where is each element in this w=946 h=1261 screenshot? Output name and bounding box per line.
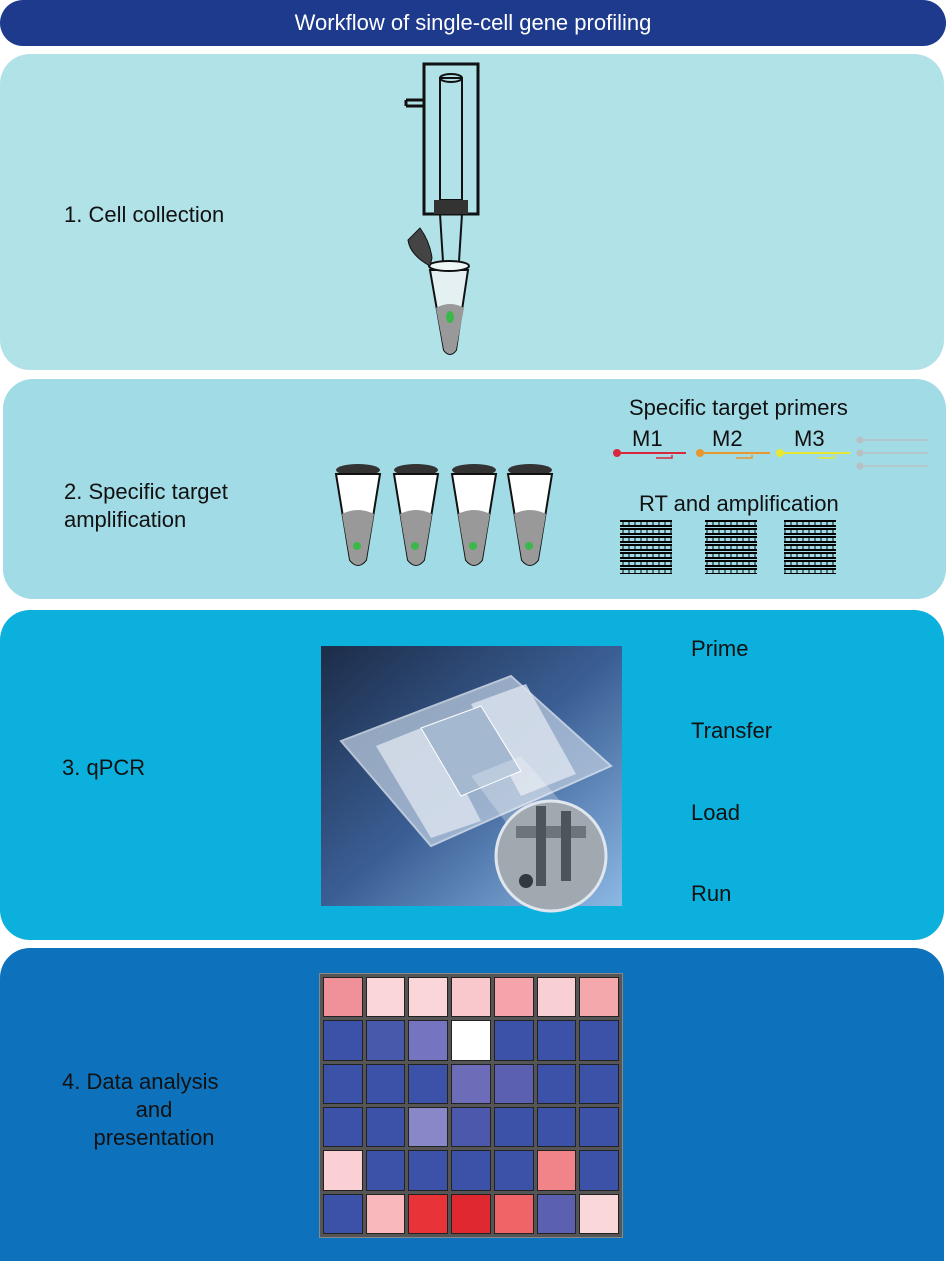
heatmap-cell xyxy=(493,977,534,1018)
step-3-label: 3. qPCR xyxy=(62,755,146,780)
heatmap-cell xyxy=(451,1020,491,1061)
page-title: Workflow of single-cell gene profiling xyxy=(0,0,946,46)
heatmap xyxy=(319,973,623,1238)
heatmap-cell xyxy=(536,977,577,1018)
tube xyxy=(506,464,554,566)
primer-m2-label: M2 xyxy=(712,426,743,451)
heatmap-cell xyxy=(323,977,363,1018)
heatmap-cell xyxy=(323,1150,363,1191)
heatmap-cell xyxy=(365,1063,406,1104)
heatmap-cell xyxy=(536,1150,577,1191)
heatmap-cell xyxy=(536,1193,577,1234)
micropipette-tube-illustration xyxy=(404,62,480,355)
tubes-illustration xyxy=(334,464,554,566)
qpcr-step-prime: Prime xyxy=(691,636,749,661)
heatmap-cell xyxy=(536,1106,577,1148)
heatmap-cell xyxy=(323,1193,363,1234)
heatmap-cell xyxy=(451,1106,491,1148)
rt-title: RT and amplification xyxy=(639,491,839,516)
qpcr-step-load: Load xyxy=(691,800,740,825)
heatmap-cell xyxy=(365,977,406,1018)
step-4-label-line2: and xyxy=(135,1097,173,1122)
step-4-label: 4. Data analysis and presentation xyxy=(54,1068,254,1152)
qpcr-step-transfer: Transfer xyxy=(691,718,773,743)
heatmap-cell xyxy=(365,1106,406,1148)
tube xyxy=(450,464,498,566)
primer-m3-label: M3 xyxy=(794,426,825,451)
heatmap-cell xyxy=(493,1020,534,1061)
qpcr-step-run: Run xyxy=(691,881,732,906)
tube xyxy=(392,464,440,566)
heatmap-cell xyxy=(493,1106,534,1148)
heatmap-cell xyxy=(451,1063,491,1104)
primers-illustration xyxy=(613,436,928,470)
heatmap-cell xyxy=(579,977,619,1018)
heatmap-cell xyxy=(451,1193,491,1234)
heatmap-cell xyxy=(408,1193,449,1234)
step-4-label-line1: 4. Data analysis xyxy=(62,1069,219,1094)
heatmap-cell xyxy=(408,1150,449,1191)
heatmap-cell xyxy=(408,1106,449,1148)
heatmap-cell xyxy=(579,1193,619,1234)
tube xyxy=(334,464,382,566)
primers-title: Specific target primers xyxy=(629,395,848,420)
heatmap-cell xyxy=(579,1063,619,1104)
microfluidic-chip-image xyxy=(321,646,622,913)
heatmap-cell xyxy=(408,977,449,1018)
step-1-label: 1. Cell collection xyxy=(64,202,225,227)
step-2-label: 2. Specific target amplification xyxy=(64,478,228,534)
step-2-label-line2: amplification xyxy=(64,507,187,532)
step-4-label-line3: presentation xyxy=(93,1125,215,1150)
heatmap-cell xyxy=(365,1193,406,1234)
primer-m1-label: M1 xyxy=(632,426,663,451)
heatmap-cell xyxy=(493,1063,534,1104)
heatmap-cell xyxy=(323,1020,363,1061)
heatmap-cell xyxy=(451,977,491,1018)
heatmap-cell xyxy=(451,1150,491,1191)
heatmap-cell xyxy=(579,1150,619,1191)
heatmap-cell xyxy=(579,1020,619,1061)
heatmap-cell xyxy=(365,1150,406,1191)
heatmap-cell xyxy=(323,1063,363,1104)
panel-cell-collection xyxy=(0,54,944,370)
heatmap-cell xyxy=(323,1106,363,1148)
heatmap-cell xyxy=(493,1150,534,1191)
heatmap-cell xyxy=(536,1020,577,1061)
heatmap-cell xyxy=(579,1106,619,1148)
step-2-label-line1: 2. Specific target xyxy=(64,479,228,504)
heatmap-cell xyxy=(493,1193,534,1234)
heatmap-cell xyxy=(536,1063,577,1104)
heatmap-cell xyxy=(408,1020,449,1061)
amplicons-illustration xyxy=(620,520,836,574)
heatmap-cell xyxy=(408,1063,449,1104)
heatmap-cell xyxy=(365,1020,406,1061)
